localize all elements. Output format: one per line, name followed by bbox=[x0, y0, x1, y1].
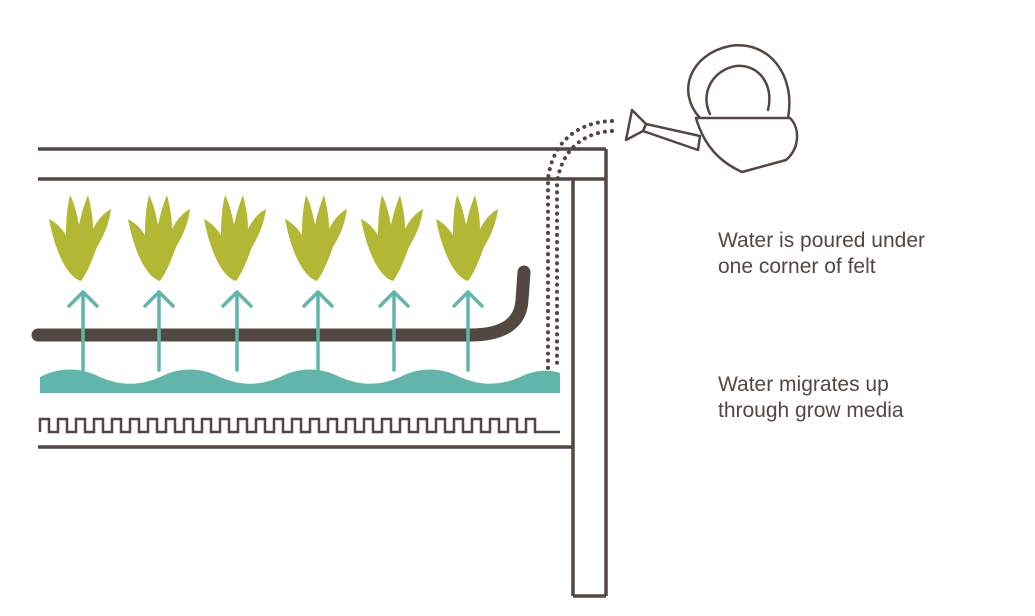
reservoir-square-wave bbox=[38, 417, 560, 434]
caption-pour-line1: Water is poured under bbox=[718, 229, 925, 252]
watering-can-icon bbox=[624, 44, 799, 174]
caption-water-migrates: Water migrates up through grow media bbox=[718, 372, 1018, 424]
water-layer bbox=[40, 369, 560, 393]
plant-icon bbox=[49, 195, 111, 281]
caption-water-poured: Water is poured under one corner of felt bbox=[718, 228, 1018, 280]
plant-icon bbox=[436, 195, 498, 281]
water-pour-stream bbox=[546, 119, 614, 370]
plant-icon bbox=[204, 195, 266, 281]
caption-migrate-line2: through grow media bbox=[718, 399, 904, 422]
plant-icon bbox=[361, 195, 423, 281]
caption-pour-line2: one corner of felt bbox=[718, 255, 876, 278]
planter-frame bbox=[38, 147, 608, 598]
caption-migrate-line1: Water migrates up bbox=[718, 373, 889, 396]
water-pour-stream-inner bbox=[555, 129, 614, 370]
plant-icon bbox=[285, 195, 347, 281]
plants bbox=[49, 195, 498, 281]
plant-icon bbox=[128, 195, 190, 281]
felt-bar bbox=[31, 265, 531, 342]
